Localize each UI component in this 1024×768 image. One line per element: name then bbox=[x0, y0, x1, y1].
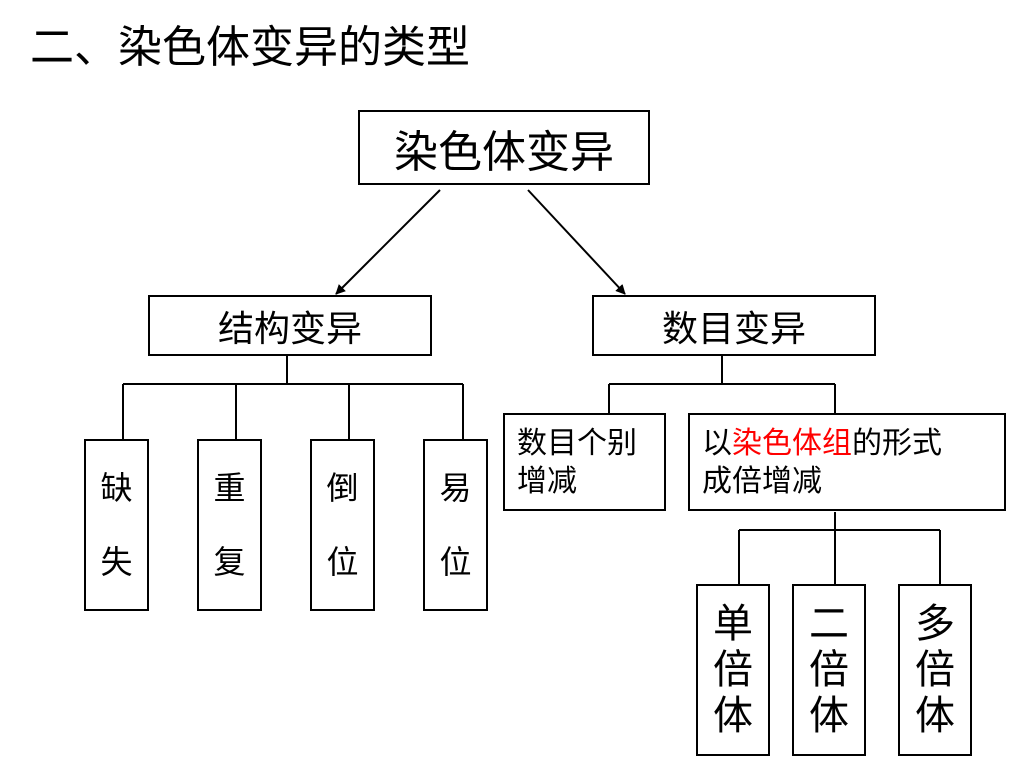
individual-change-line2: 增减 bbox=[517, 464, 577, 499]
arrow-to-numerical bbox=[527, 189, 626, 295]
root-label: 染色体变异 bbox=[394, 126, 614, 178]
numerical-bracket bbox=[608, 355, 836, 413]
deletion-char-2: 失 bbox=[100, 543, 133, 581]
diploid-box: 二 倍 体 bbox=[792, 584, 866, 756]
set-change-prefix: 以 bbox=[702, 426, 732, 461]
deletion-char-1: 缺 bbox=[100, 469, 133, 507]
haploid-box: 单 倍 体 bbox=[696, 584, 770, 756]
set-change-highlight: 染色体组 bbox=[732, 426, 852, 461]
structural-bracket bbox=[122, 355, 464, 440]
page-title: 二、染色体变异的类型 bbox=[30, 22, 470, 73]
individual-change-box: 数目个别 增减 bbox=[503, 413, 666, 511]
polyploid-char-2: 倍 bbox=[915, 647, 955, 693]
polyploid-box: 多 倍 体 bbox=[898, 584, 972, 756]
haploid-char-2: 倍 bbox=[713, 647, 753, 693]
numerical-variation-box: 数目变异 bbox=[592, 295, 876, 356]
translocation-char-1: 易 bbox=[439, 469, 472, 507]
diploid-char-3: 体 bbox=[809, 693, 849, 739]
structural-variation-box: 结构变异 bbox=[148, 295, 432, 356]
translocation-box: 易 位 bbox=[423, 439, 488, 611]
translocation-char-2: 位 bbox=[439, 543, 472, 581]
duplication-box: 重 复 bbox=[197, 439, 262, 611]
polyploid-char-3: 体 bbox=[915, 693, 955, 739]
ploidy-bracket bbox=[738, 512, 941, 585]
individual-change-line1: 数目个别 bbox=[517, 426, 637, 461]
inversion-char-1: 倒 bbox=[326, 469, 359, 507]
diploid-char-2: 倍 bbox=[809, 647, 849, 693]
polyploid-char-1: 多 bbox=[915, 601, 955, 647]
duplication-char-1: 重 bbox=[213, 469, 246, 507]
arrow-to-structural bbox=[335, 189, 441, 295]
haploid-char-3: 体 bbox=[713, 693, 753, 739]
set-change-box: 以染色体组的形式 成倍增减 bbox=[688, 413, 1006, 511]
haploid-char-1: 单 bbox=[713, 601, 753, 647]
diploid-char-1: 二 bbox=[809, 601, 849, 647]
inversion-char-2: 位 bbox=[326, 543, 359, 581]
set-change-suffix: 的形式 bbox=[852, 426, 942, 461]
set-change-line1: 以染色体组的形式 bbox=[702, 425, 1004, 463]
duplication-char-2: 复 bbox=[213, 543, 246, 581]
deletion-box: 缺 失 bbox=[84, 439, 149, 611]
set-change-line2: 成倍增减 bbox=[702, 464, 822, 499]
root-box: 染色体变异 bbox=[358, 110, 650, 185]
inversion-box: 倒 位 bbox=[310, 439, 375, 611]
structural-variation-label: 结构变异 bbox=[217, 308, 362, 350]
numerical-variation-label: 数目变异 bbox=[661, 308, 806, 350]
